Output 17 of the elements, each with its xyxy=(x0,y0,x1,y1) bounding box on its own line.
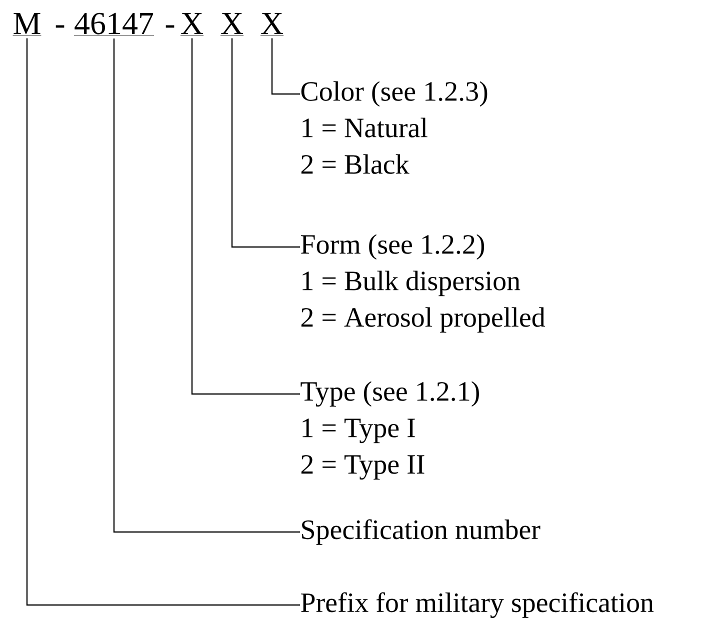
separator-dash: - xyxy=(166,25,174,28)
description-text: Specification number xyxy=(302,519,540,545)
separator-dash: - xyxy=(56,25,64,28)
leader-line xyxy=(113,38,300,533)
description-text: Form (see 1.2.2) 1 = Bulk dispersion 2 = Aerosol propelled xyxy=(301,234,546,333)
leader-line xyxy=(191,38,300,395)
code-segment: 46147 xyxy=(74,12,154,36)
leader-line xyxy=(271,38,300,95)
leader-line xyxy=(26,38,300,606)
code-segment: X xyxy=(260,13,284,36)
code-segment: X xyxy=(180,13,204,36)
leader-line xyxy=(231,38,300,248)
description-text: Prefix for military specification xyxy=(301,592,654,618)
description-text: Type (see 1.2.1) 1 = Type I 2 = Type II xyxy=(300,381,479,480)
code-segment: M xyxy=(12,13,42,36)
code-segment: X xyxy=(220,13,244,36)
description-text: Color (see 1.2.3) 1 = Natural 2 = Black xyxy=(301,81,488,174)
